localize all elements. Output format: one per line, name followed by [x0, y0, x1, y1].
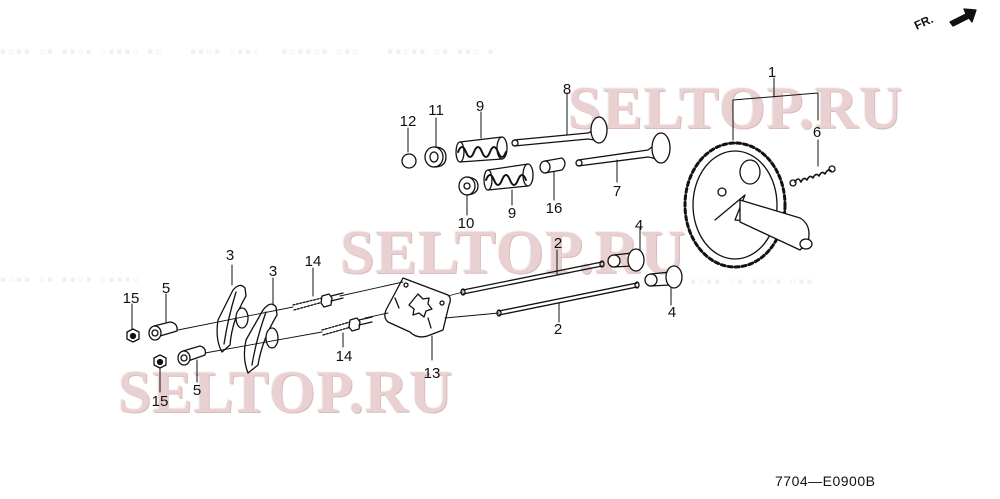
part-9-valve-spring-lower [483, 163, 534, 191]
callout-16: 16 [545, 200, 563, 217]
drawing-code: 7704—E0900B [775, 473, 876, 489]
callout-2-upper: 2 [553, 235, 563, 252]
callout-4-lower: 4 [667, 304, 677, 321]
part-12-cap [401, 153, 417, 169]
background-scan-text: ▪▫▪▪ ▫▪ ▪▪▫▪ ▫▪▪▪▫ ▪▫ ▪▪▫▪ ▫▪▪▫ ▪▫▪▪▫▪ ▫… [0, 42, 496, 61]
callout-5-lower: 5 [192, 382, 202, 399]
part-5-pivot-adjuster-upper [148, 321, 178, 341]
callout-15-lower: 15 [151, 393, 169, 410]
callout-11: 11 [428, 102, 444, 119]
watermark-top: SELTOP.RU [568, 75, 904, 141]
callout-5-upper: 5 [161, 280, 171, 297]
background-scan-text: ▪▫▪▪ ▫▪ ▪▪▫▪ ▫▪▪ [690, 272, 815, 291]
part-14-pivot-bolt-upper [292, 292, 344, 311]
part-3-rocker-arm-right [243, 303, 279, 374]
part-10-retainer [458, 176, 479, 196]
part-5-pivot-adjuster-lower [177, 345, 207, 366]
part-1-camshaft-gear [683, 141, 813, 269]
background-scan-text: ▪▫▪▪ ▫▪ ▪▪▫▪ ▫▪▪▪▫ [0, 270, 141, 289]
front-direction-arrow-icon [949, 8, 977, 27]
part-15-lock-nut-lower [153, 354, 167, 369]
part-2-push-rod-lower [496, 281, 640, 317]
callout-9-upper: 9 [475, 98, 485, 115]
callout-10: 10 [457, 215, 475, 232]
part-4-valve-lifter-upper [607, 248, 645, 272]
part-9-valve-spring-upper [455, 136, 508, 163]
part-8-exhaust-valve [511, 116, 608, 147]
part-6-decompressor-spring [789, 165, 836, 187]
callout-3-left: 3 [225, 247, 235, 264]
part-11-retainer [424, 146, 447, 168]
callout-4-upper: 4 [634, 217, 644, 234]
callout-6: 6 [812, 124, 822, 141]
callout-3-right: 3 [268, 263, 278, 280]
callout-15-upper: 15 [122, 290, 140, 307]
watermark-bottom: SELTOP.RU [118, 359, 454, 425]
part-4-valve-lifter-lower [644, 265, 683, 289]
callout-9-lower: 9 [507, 205, 517, 222]
callout-14-lower: 14 [335, 348, 353, 365]
callout-8: 8 [562, 81, 572, 98]
part-7-intake-valve [575, 132, 671, 167]
part-15-lock-nut-upper [126, 328, 140, 343]
callout-2-lower: 2 [553, 321, 563, 338]
part-14-pivot-bolt-lower [321, 316, 373, 336]
callout-14-upper: 14 [304, 253, 322, 270]
callout-1: 1 [767, 64, 777, 81]
callout-7: 7 [612, 183, 622, 200]
part-2-push-rod-upper [460, 260, 605, 296]
part-16-valve-seal [539, 157, 566, 174]
callout-12: 12 [399, 113, 417, 130]
part-13-push-rod-guide-plate [384, 277, 451, 338]
callout-13: 13 [423, 365, 441, 382]
